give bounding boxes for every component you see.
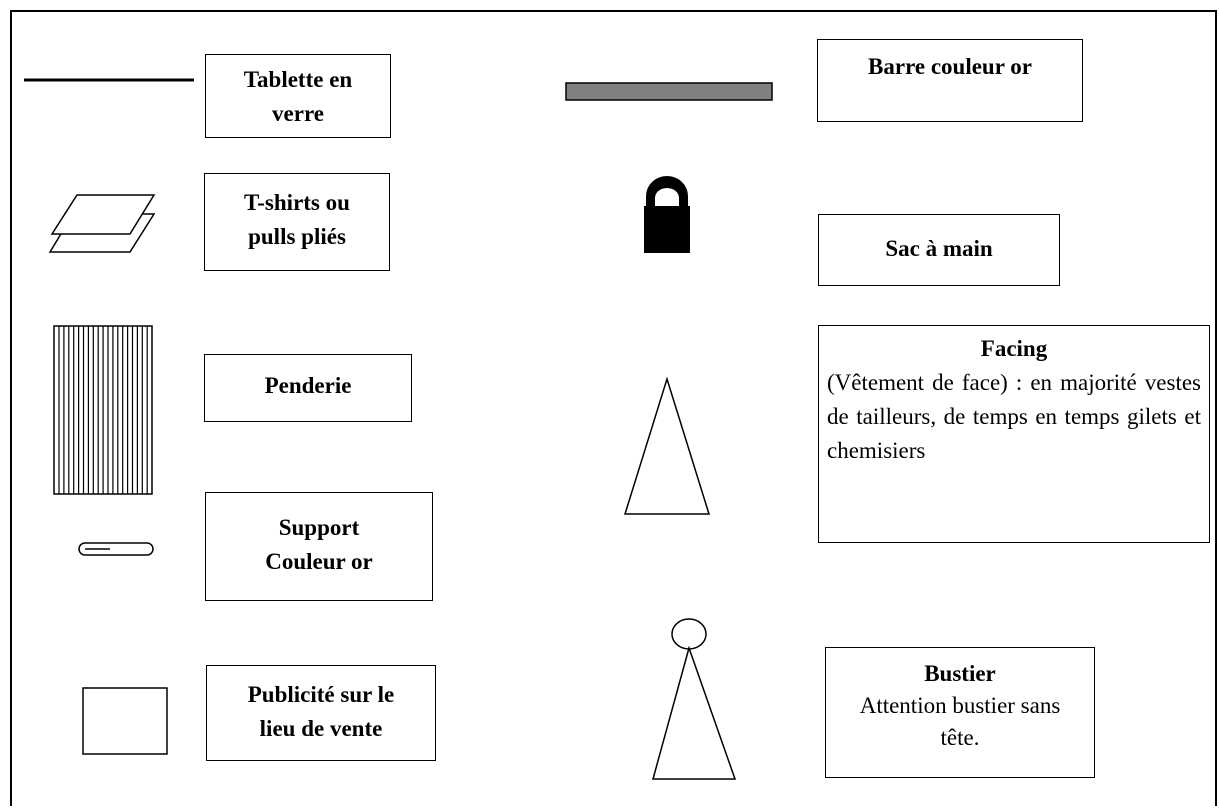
label-penderie: Penderie: [204, 354, 412, 422]
label-tablette-line1: Tablette en: [243, 67, 353, 92]
facing-garment-icon: [623, 376, 711, 515]
label-penderie-line1: Penderie: [264, 373, 352, 398]
label-tablette-line2: verre: [272, 101, 324, 126]
glass-shelf-icon: [24, 78, 194, 82]
label-tablette: Tablette en verre: [205, 54, 391, 138]
label-plv-line2: lieu de vente: [259, 716, 383, 741]
label-plv-line1: Publicité sur le: [247, 682, 395, 707]
handbag-icon: [644, 176, 690, 253]
label-bustier-line2: Attention bustier sans: [859, 693, 1061, 718]
pos-advertising-icon: [82, 687, 168, 755]
label-tshirts-line1: T-shirts ou: [244, 190, 350, 215]
label-support-line2: Couleur or: [265, 549, 373, 574]
gold-bar-icon: [565, 82, 773, 101]
label-facing: Facing (Vêtement de face) : en majorité …: [818, 325, 1210, 543]
label-bustier: Bustier Attention bustier sans tête.: [825, 647, 1095, 778]
label-support: Support Couleur or: [205, 492, 433, 601]
label-facing-title: Facing: [980, 336, 1048, 361]
label-sac-line1: Sac à main: [885, 236, 993, 261]
label-tshirts: T-shirts ou pulls pliés: [204, 173, 390, 271]
legend-frame: [10, 10, 1217, 806]
label-bustier-title: Bustier: [924, 661, 996, 686]
gold-support-icon: [78, 542, 154, 556]
label-bustier-line3: tête.: [940, 725, 980, 750]
label-barre: Barre couleur or: [817, 39, 1083, 122]
label-facing-desc: (Vêtement de face) : en majorité vestes …: [827, 370, 1201, 463]
label-support-line1: Support: [278, 515, 360, 540]
label-plv: Publicité sur le lieu de vente: [206, 665, 436, 761]
hanging-rail-icon: [53, 325, 153, 495]
bustier-mannequin-icon: [652, 618, 737, 780]
folded-tshirts-icon: [48, 194, 156, 253]
label-barre-line1: Barre couleur or: [868, 54, 1032, 79]
label-tshirts-line2: pulls pliés: [248, 224, 346, 249]
label-sac: Sac à main: [818, 214, 1060, 286]
